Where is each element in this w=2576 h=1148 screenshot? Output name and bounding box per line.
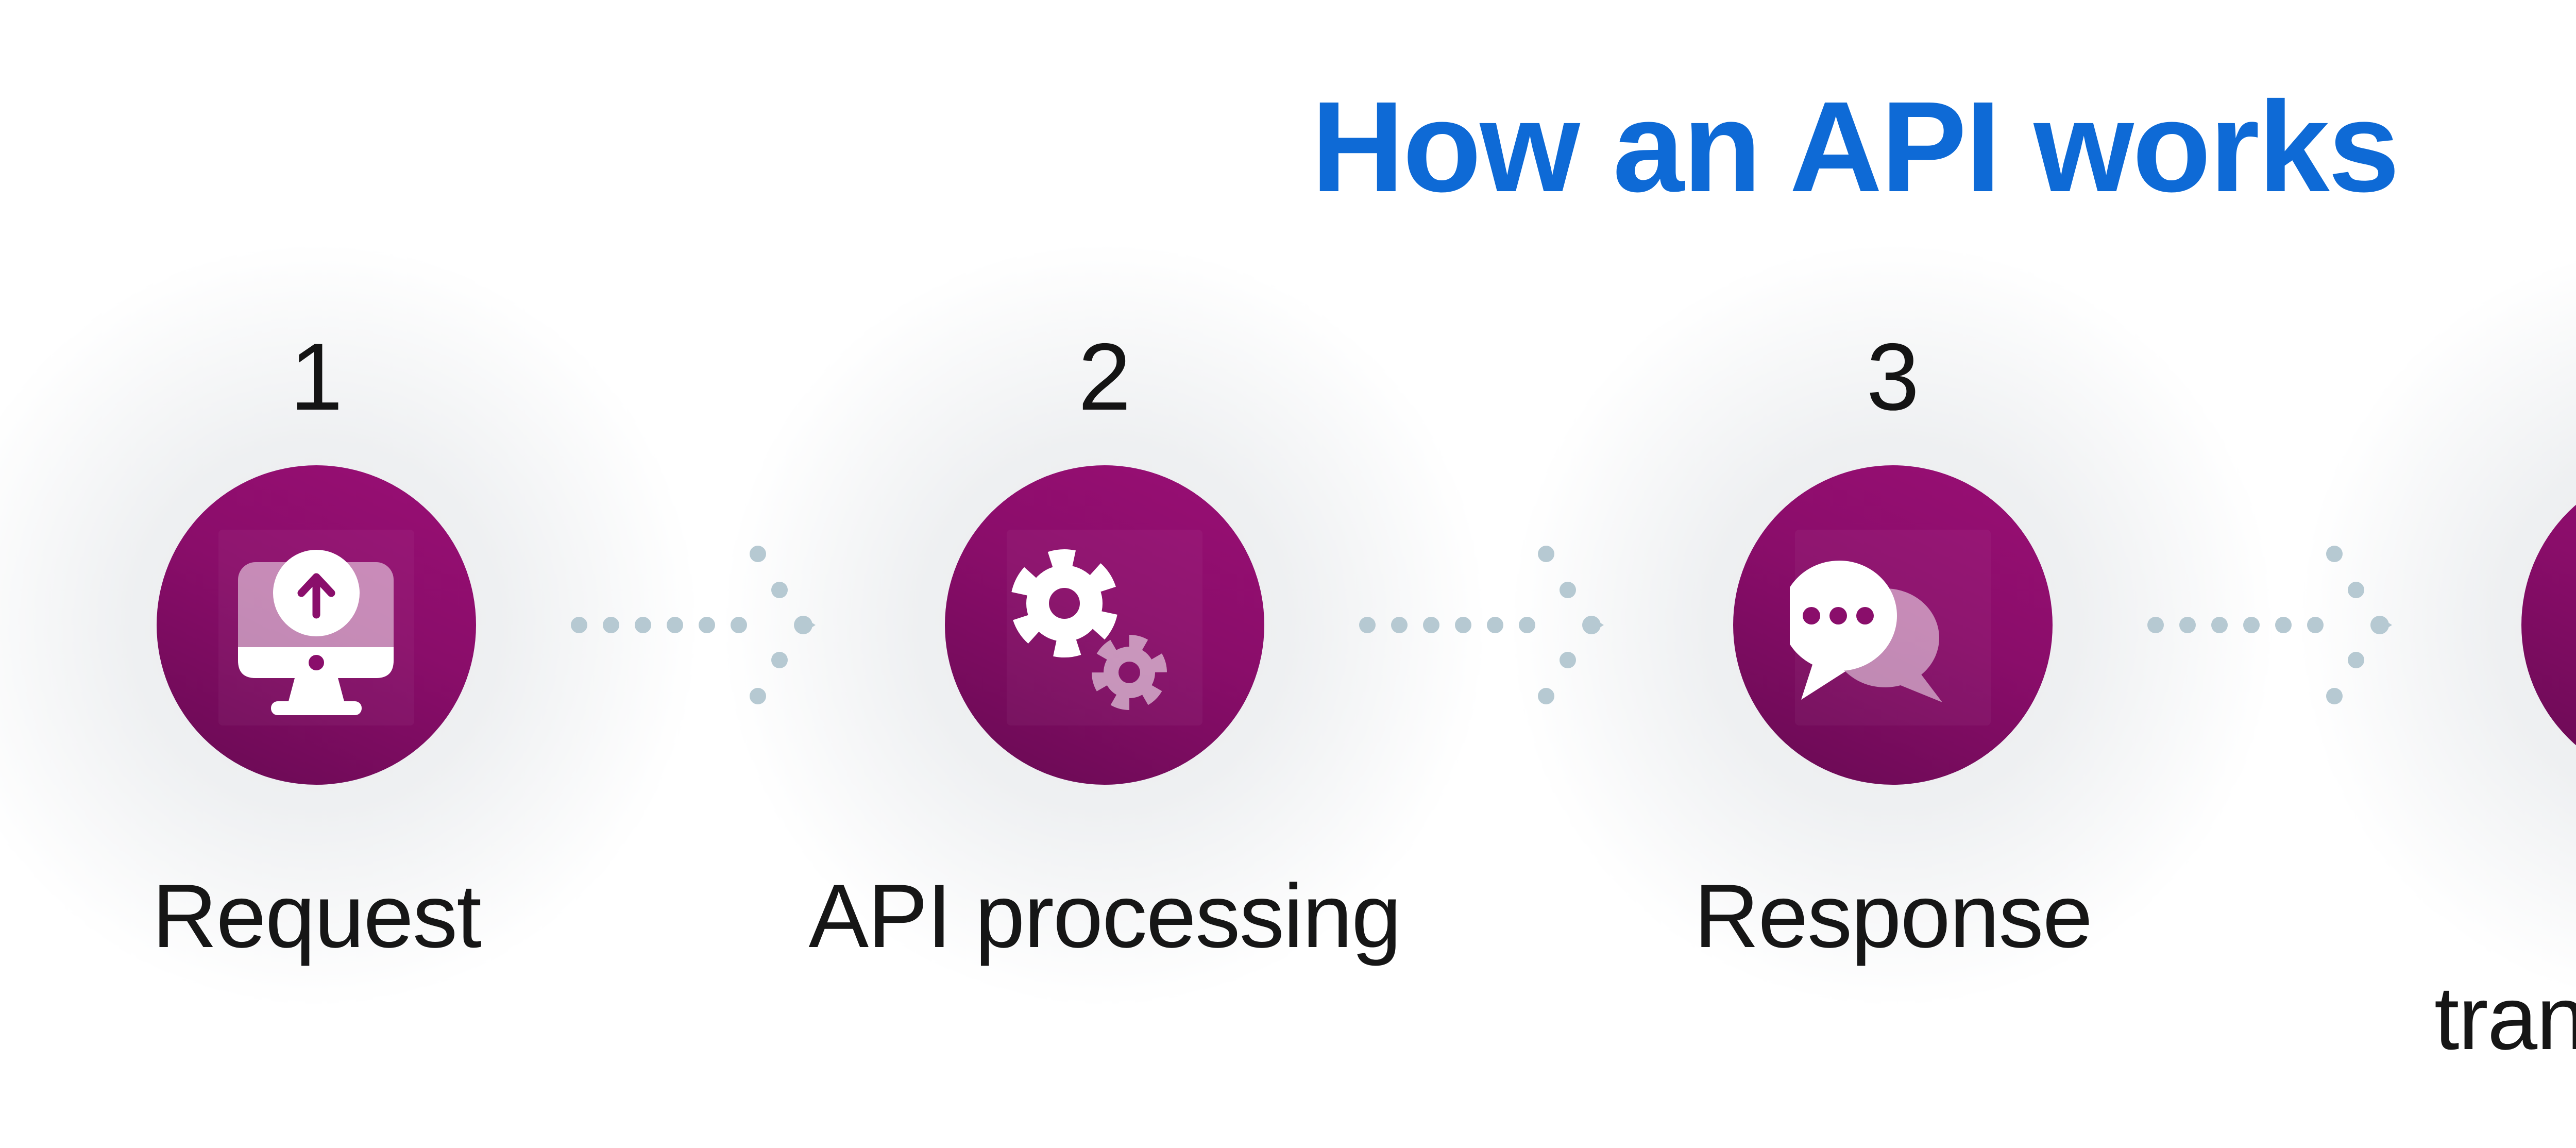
gears-icon — [1007, 530, 1202, 725]
step-label: Request — [152, 866, 482, 967]
step-data-transmission: 4 Data transmission — [2434, 0, 2576, 1148]
page-title: How an API works — [1311, 75, 2400, 218]
step-label: API processing — [808, 866, 1402, 967]
step-circle — [157, 465, 476, 785]
speech-bubbles-icon — [1790, 530, 1991, 725]
step-circle — [2521, 465, 2576, 785]
step-request: 1 Request — [152, 0, 482, 1148]
dotted-arrow-icon — [1359, 546, 1604, 704]
step-number: 2 — [1078, 324, 1131, 430]
monitor-upload-icon — [218, 530, 414, 725]
step-number: 3 — [1866, 324, 1920, 430]
step-number: 4 — [2521, 330, 2576, 425]
dotted-arrow-icon — [571, 546, 816, 704]
step-circle — [945, 465, 1264, 785]
step-response: 3 Response — [1694, 0, 2093, 1148]
step-circle — [1733, 465, 2053, 785]
dotted-arrow-icon — [2147, 546, 2392, 704]
step-label: Data transmission — [2434, 968, 2576, 1069]
step-number: 1 — [290, 324, 343, 430]
step-api-processing: 2 — [809, 0, 1402, 1148]
step-label: Response — [1693, 866, 2093, 967]
